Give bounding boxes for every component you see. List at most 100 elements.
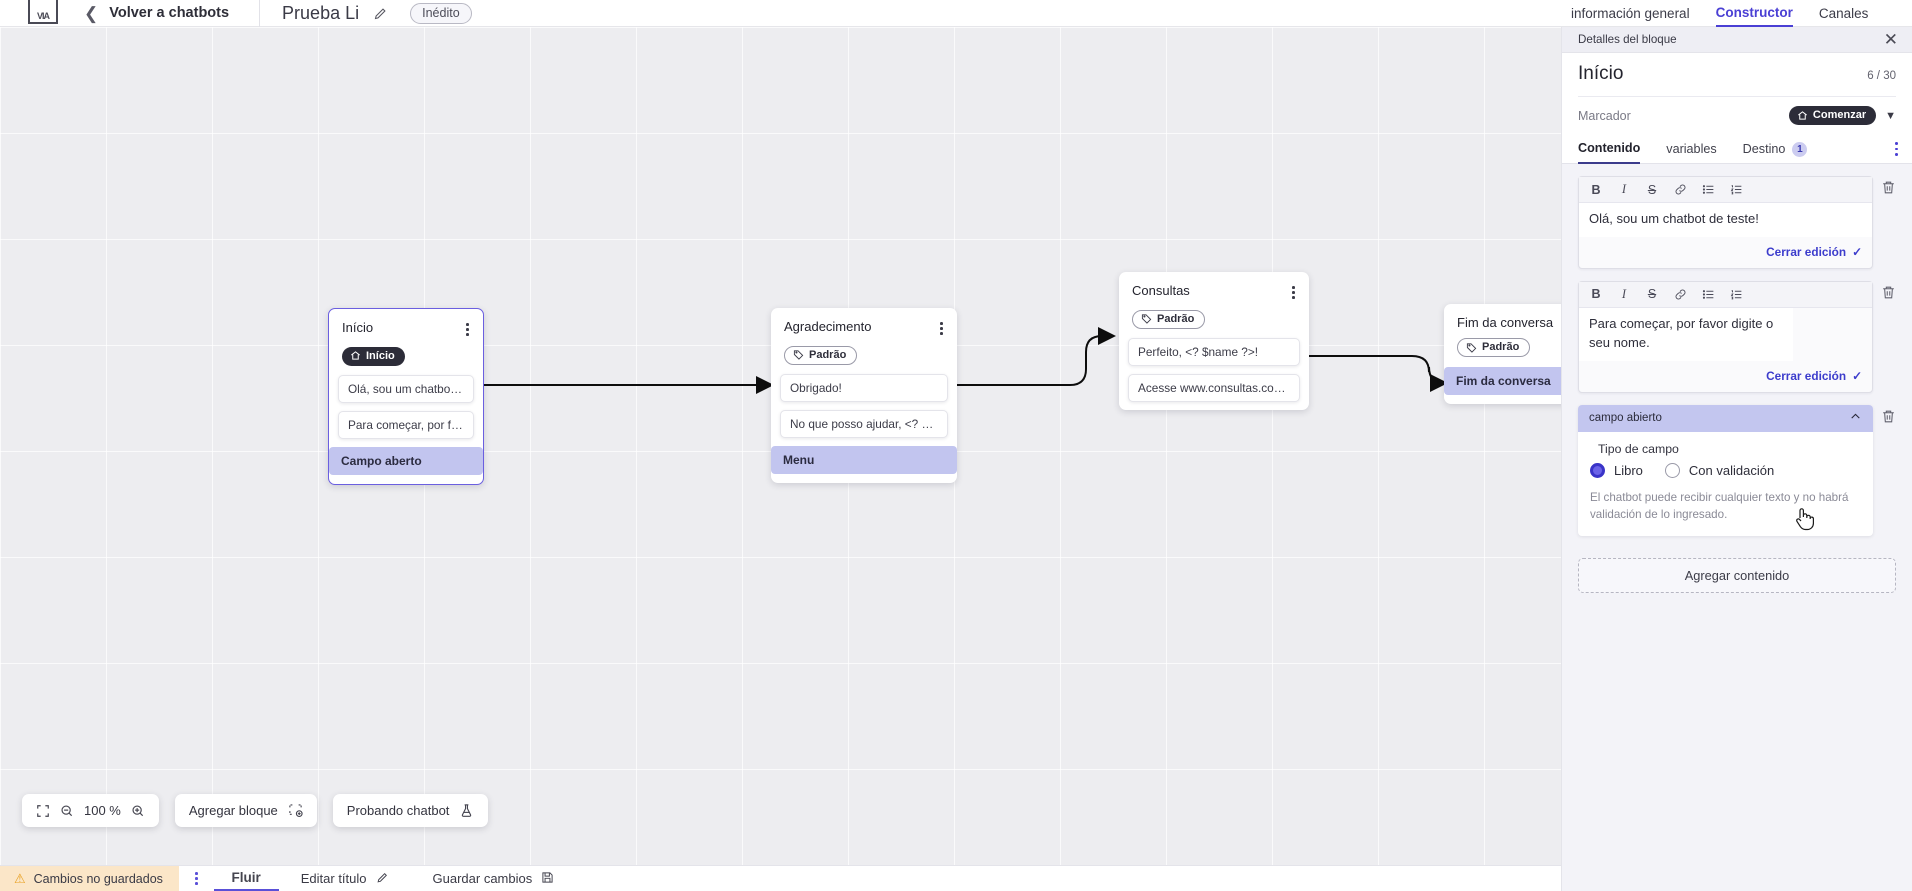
panel-top-section: Início 6 / 30 Marcador Comenzar ▼ — [1562, 53, 1912, 135]
statusbar-menu-kebab-icon[interactable] — [179, 866, 214, 891]
flow-edges — [484, 327, 1448, 394]
warning-icon: ⚠ — [14, 870, 26, 886]
flask-icon — [459, 803, 474, 818]
node-message[interactable]: Olá, sou um chatbot de teste! — [338, 375, 474, 404]
edit-title-label: Editar título — [300, 871, 367, 886]
node-menu-kebab-icon[interactable] — [938, 319, 945, 338]
strikethrough-icon[interactable]: S — [1647, 287, 1657, 302]
link-icon[interactable] — [1673, 183, 1687, 196]
back-chevron-icon[interactable]: ❮ — [84, 3, 99, 23]
save-changes-button[interactable]: Guardar cambios — [411, 866, 577, 891]
node-menu-kebab-icon[interactable] — [1290, 283, 1297, 302]
bottom-status-bar: ⚠ Cambios no guardados Fluir Editar títu… — [0, 865, 1561, 891]
node-tag-row: Padrão — [1119, 302, 1309, 339]
delete-content-icon[interactable] — [1881, 281, 1896, 300]
node-header: Fim da conversa — [1444, 313, 1561, 330]
tab-contenido[interactable]: Contenido — [1578, 135, 1641, 164]
flow-node-agradecimento[interactable]: Agradecimento Padrão Obrigado! No que po… — [771, 308, 957, 484]
zoom-out-icon[interactable] — [60, 804, 74, 818]
node-tag-label: Início — [366, 349, 395, 362]
tab-variables-label: variables — [1666, 142, 1717, 156]
node-tag-label: Padrão — [1157, 312, 1195, 325]
edit-title-button[interactable]: Editar título — [279, 866, 411, 891]
numbered-list-icon[interactable] — [1729, 288, 1743, 301]
zoom-controls: 100 % — [22, 794, 159, 827]
bold-icon[interactable]: B — [1591, 182, 1601, 197]
block-details-panel: Detalles del bloque ✕ Início 6 / 30 Marc… — [1561, 27, 1912, 891]
radio-libro[interactable]: Libro — [1590, 462, 1643, 478]
fit-screen-icon[interactable] — [36, 804, 50, 818]
tab-canales[interactable]: Canales — [1818, 5, 1869, 21]
add-block-label: Agregar bloque — [188, 803, 278, 818]
block-name-char-count: 6 / 30 — [1867, 70, 1896, 82]
node-footer-label[interactable]: Fim da conversa — [1444, 366, 1561, 395]
radio-con-validacion[interactable]: Con validación — [1664, 462, 1774, 478]
node-message[interactable]: Para começar, por favor digite o ... — [338, 411, 474, 440]
flow-node-consultas[interactable]: Consultas Padrão Perfeito, <? $name ?>! … — [1119, 272, 1309, 411]
save-changes-label: Guardar cambios — [432, 871, 533, 886]
tab-variables[interactable]: variables — [1666, 135, 1716, 164]
rich-text-editor[interactable]: B I S — [1578, 280, 1873, 393]
field-description: El chatbot puede recibir cualquier texto… — [1590, 490, 1849, 521]
tab-fluir[interactable]: Fluir — [213, 866, 279, 891]
add-content-button[interactable]: Agregar contenido — [1578, 558, 1896, 594]
node-message[interactable]: Acesse www.consultas.com par... — [1128, 374, 1300, 403]
close-edit-button[interactable]: Cerrar edición ✓ — [1766, 369, 1862, 383]
panel-header: Detalles del bloque ✕ — [1562, 27, 1912, 53]
app-header: VIA ❮ Volver a chatbots Prueba Li Inédit… — [0, 0, 1561, 31]
rich-text-editor[interactable]: B I S — [1578, 176, 1873, 269]
tab-contenido-label: Contenido — [1578, 141, 1641, 155]
flow-node-inicio[interactable]: Início Início Olá, sou um chatbot de tes… — [328, 308, 484, 486]
numbered-list-icon[interactable] — [1729, 183, 1743, 196]
node-header: Agradecimento — [771, 317, 957, 338]
add-block-button[interactable]: Agregar bloque — [174, 794, 317, 827]
test-chatbot-button[interactable]: Probando chatbot — [332, 794, 489, 827]
flow-node-fim-da-conversa[interactable]: Fim da conversa Padrão Fim da conversa — [1444, 304, 1561, 404]
home-icon — [1797, 110, 1807, 120]
publish-status-badge: Inédito — [410, 2, 472, 24]
close-edit-label: Cerrar edición — [1766, 368, 1847, 383]
editor-footer: Cerrar edición ✓ — [1579, 237, 1872, 268]
bullet-list-icon[interactable] — [1701, 183, 1715, 196]
node-footer-label[interactable]: Menu — [771, 446, 957, 475]
node-message[interactable]: No que posso ajudar, <? $name ... — [780, 410, 948, 439]
chevron-up-icon[interactable] — [1849, 410, 1862, 426]
strikethrough-icon[interactable]: S — [1647, 182, 1657, 197]
node-tag-label: Padrão — [1482, 341, 1520, 353]
editor-text[interactable]: Para começar, por favor digite o seu nom… — [1579, 307, 1793, 361]
tab-constructor[interactable]: Constructor — [1715, 0, 1793, 27]
close-edit-button[interactable]: Cerrar edición ✓ — [1766, 245, 1862, 259]
bold-icon[interactable]: B — [1591, 287, 1601, 302]
editor-text[interactable]: Olá, sou um chatbot de teste! — [1579, 203, 1872, 237]
zoom-in-icon[interactable] — [131, 804, 145, 818]
delete-content-icon[interactable] — [1881, 176, 1896, 195]
check-icon: ✓ — [1852, 244, 1862, 259]
field-header[interactable]: campo abierto — [1578, 404, 1873, 432]
marker-row: Marcador Comenzar ▼ — [1578, 96, 1896, 135]
unsaved-changes-label: Cambios no guardados — [33, 871, 163, 886]
close-icon[interactable]: ✕ — [1883, 30, 1898, 49]
italic-icon[interactable]: I — [1621, 182, 1627, 196]
tab-destino[interactable]: Destino 1 — [1743, 135, 1808, 164]
node-message[interactable]: Obrigado! — [780, 374, 948, 403]
node-footer-label[interactable]: Campo aberto — [329, 447, 483, 476]
flow-canvas[interactable]: Início Início Olá, sou um chatbot de tes… — [0, 27, 1561, 865]
brand-logo-text: VIA — [36, 11, 50, 21]
panel-menu-kebab-icon[interactable] — [1895, 142, 1898, 156]
block-name: Início — [1578, 63, 1624, 84]
link-icon[interactable] — [1673, 288, 1687, 301]
tab-informacion-general[interactable]: información general — [1571, 5, 1690, 21]
marker-badge[interactable]: Comenzar — [1788, 106, 1877, 125]
back-to-chatbots-link[interactable]: Volver a chatbots — [109, 5, 230, 21]
edit-title-pencil-icon[interactable] — [373, 6, 388, 21]
close-edit-label: Cerrar edición — [1766, 244, 1847, 259]
node-message[interactable]: Perfeito, <? $name ?>! — [1128, 338, 1300, 367]
node-menu-kebab-icon[interactable] — [464, 320, 471, 339]
field-type-label: Tipo de campo — [1598, 441, 1679, 456]
bullet-list-icon[interactable] — [1701, 288, 1715, 301]
italic-icon[interactable]: I — [1621, 286, 1627, 301]
delete-field-icon[interactable] — [1881, 405, 1896, 424]
content-editor-card: B I S — [1578, 176, 1896, 269]
content-editor-card: B I S — [1578, 280, 1896, 393]
chevron-down-icon[interactable]: ▼ — [1885, 109, 1896, 122]
